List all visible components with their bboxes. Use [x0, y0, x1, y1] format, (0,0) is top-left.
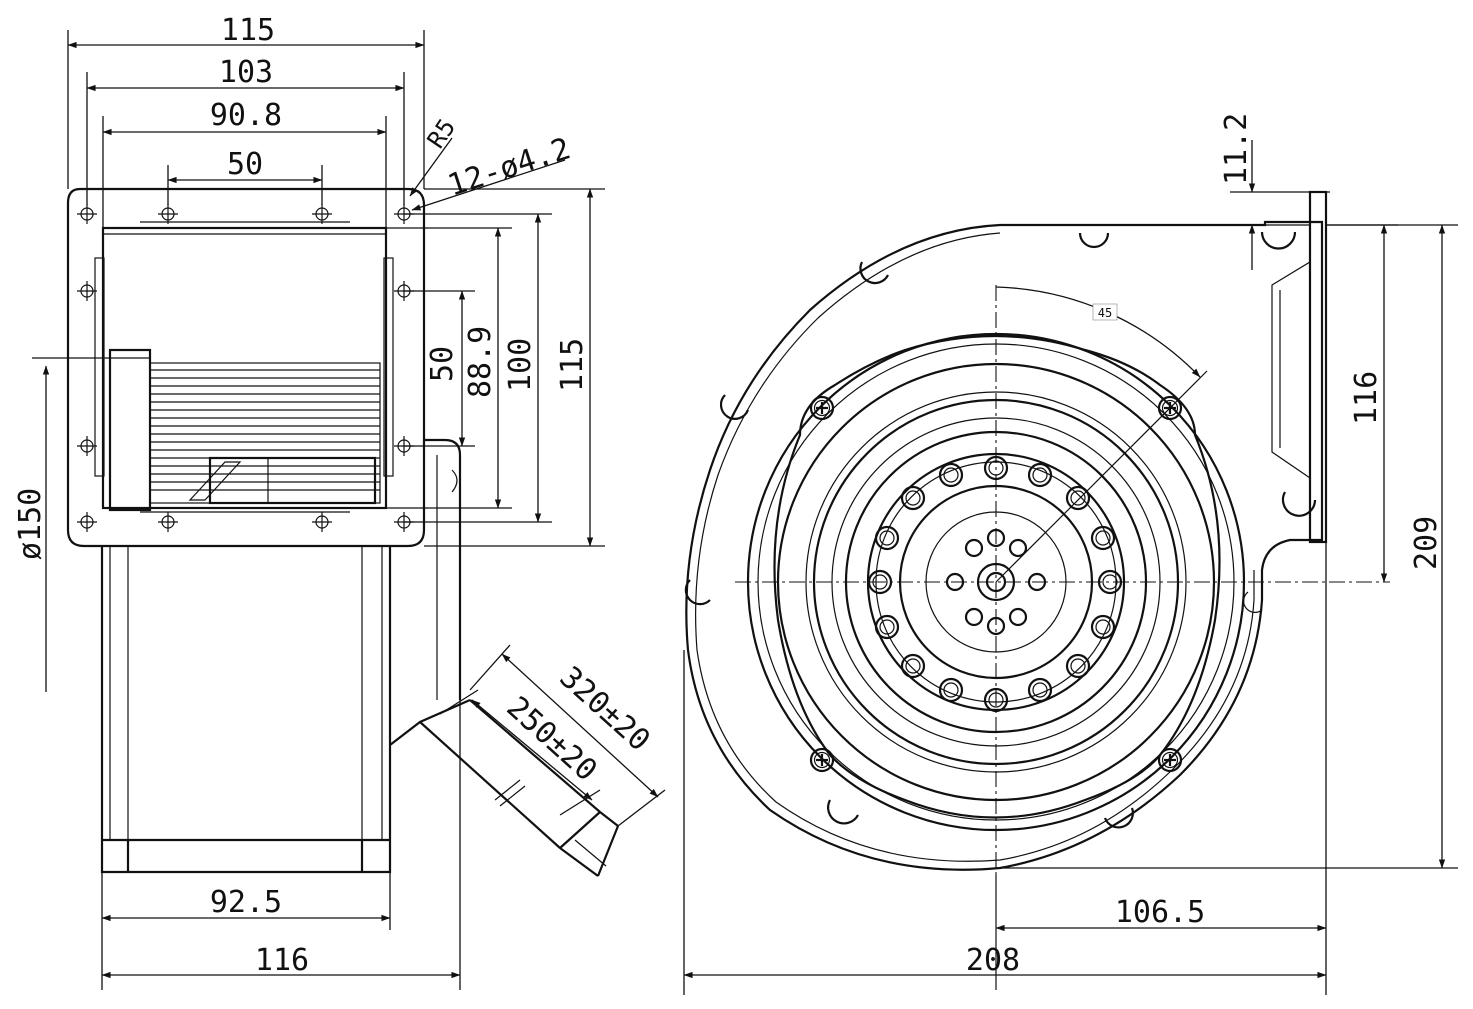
dim-label-h115: 115 — [555, 338, 590, 392]
impeller-blades — [108, 348, 381, 512]
dim-label-208: 208 — [966, 943, 1020, 978]
dim-angle-45: 45 — [995, 286, 1201, 378]
dim-label-45: 45 — [1098, 306, 1112, 320]
dim-label-h116: 116 — [1349, 371, 1384, 425]
dim-label-h50: 50 — [425, 346, 460, 382]
dim-dia-150: ø150 — [13, 357, 150, 692]
dim-width-92-5: 92.5 — [101, 872, 391, 930]
scroll-housing — [685, 220, 1324, 871]
label-holes: 12-ø4.2 — [444, 131, 575, 203]
right-rail — [383, 257, 394, 477]
housing-body — [100, 438, 462, 874]
mounting-flange — [66, 187, 426, 548]
dim-label-dia150: ø150 — [13, 488, 48, 560]
side-view: 45 11.2 116 209 106.5 — [683, 113, 1458, 995]
dim-height-88-9: 88.9 — [386, 227, 512, 509]
dim-height-209: 209 — [1000, 224, 1458, 869]
dim-height-116: 116 — [1326, 224, 1398, 583]
dim-width-103: 103 — [86, 55, 405, 205]
dim-label-209: 209 — [1409, 516, 1444, 570]
flange-holes — [76, 203, 415, 533]
outlet-flange-edge — [1308, 190, 1328, 544]
dim-label-115: 115 — [221, 13, 275, 48]
front-view: 115 103 90.8 50 R5 12-ø4.2 — [13, 13, 666, 990]
dim-width-50: 50 — [167, 147, 323, 205]
outlet-opening — [101, 226, 388, 510]
dim-label-11-2: 11.2 — [1219, 113, 1254, 185]
dim-label-103: 103 — [219, 55, 273, 90]
dim-height-115: 115 — [424, 188, 605, 547]
dim-width-90-8: 90.8 — [102, 98, 387, 228]
dim-width-106-5: 106.5 — [995, 542, 1327, 995]
dim-label-116: 116 — [255, 943, 309, 978]
dim-width-116: 116 — [101, 700, 461, 990]
dim-width-115: 115 — [67, 13, 425, 189]
label-r5: R5 — [422, 114, 461, 154]
dim-label-92-5: 92.5 — [210, 885, 282, 920]
dim-height-50: 50 — [404, 290, 475, 447]
dim-width-208: 208 — [683, 650, 1327, 995]
motor-plate — [773, 334, 1221, 819]
dim-height-100: 100 — [404, 213, 552, 523]
dim-label-100: 100 — [503, 338, 538, 392]
left-rail — [94, 257, 105, 477]
dim-height-11-2: 11.2 — [1219, 113, 1330, 270]
dim-label-88-9: 88.9 — [463, 326, 498, 398]
dim-label-90-8: 90.8 — [210, 98, 282, 133]
dim-label-106-5: 106.5 — [1115, 895, 1205, 930]
scroll-slots — [684, 231, 1317, 829]
angle-line — [995, 370, 1208, 583]
dim-label-50: 50 — [227, 147, 263, 182]
